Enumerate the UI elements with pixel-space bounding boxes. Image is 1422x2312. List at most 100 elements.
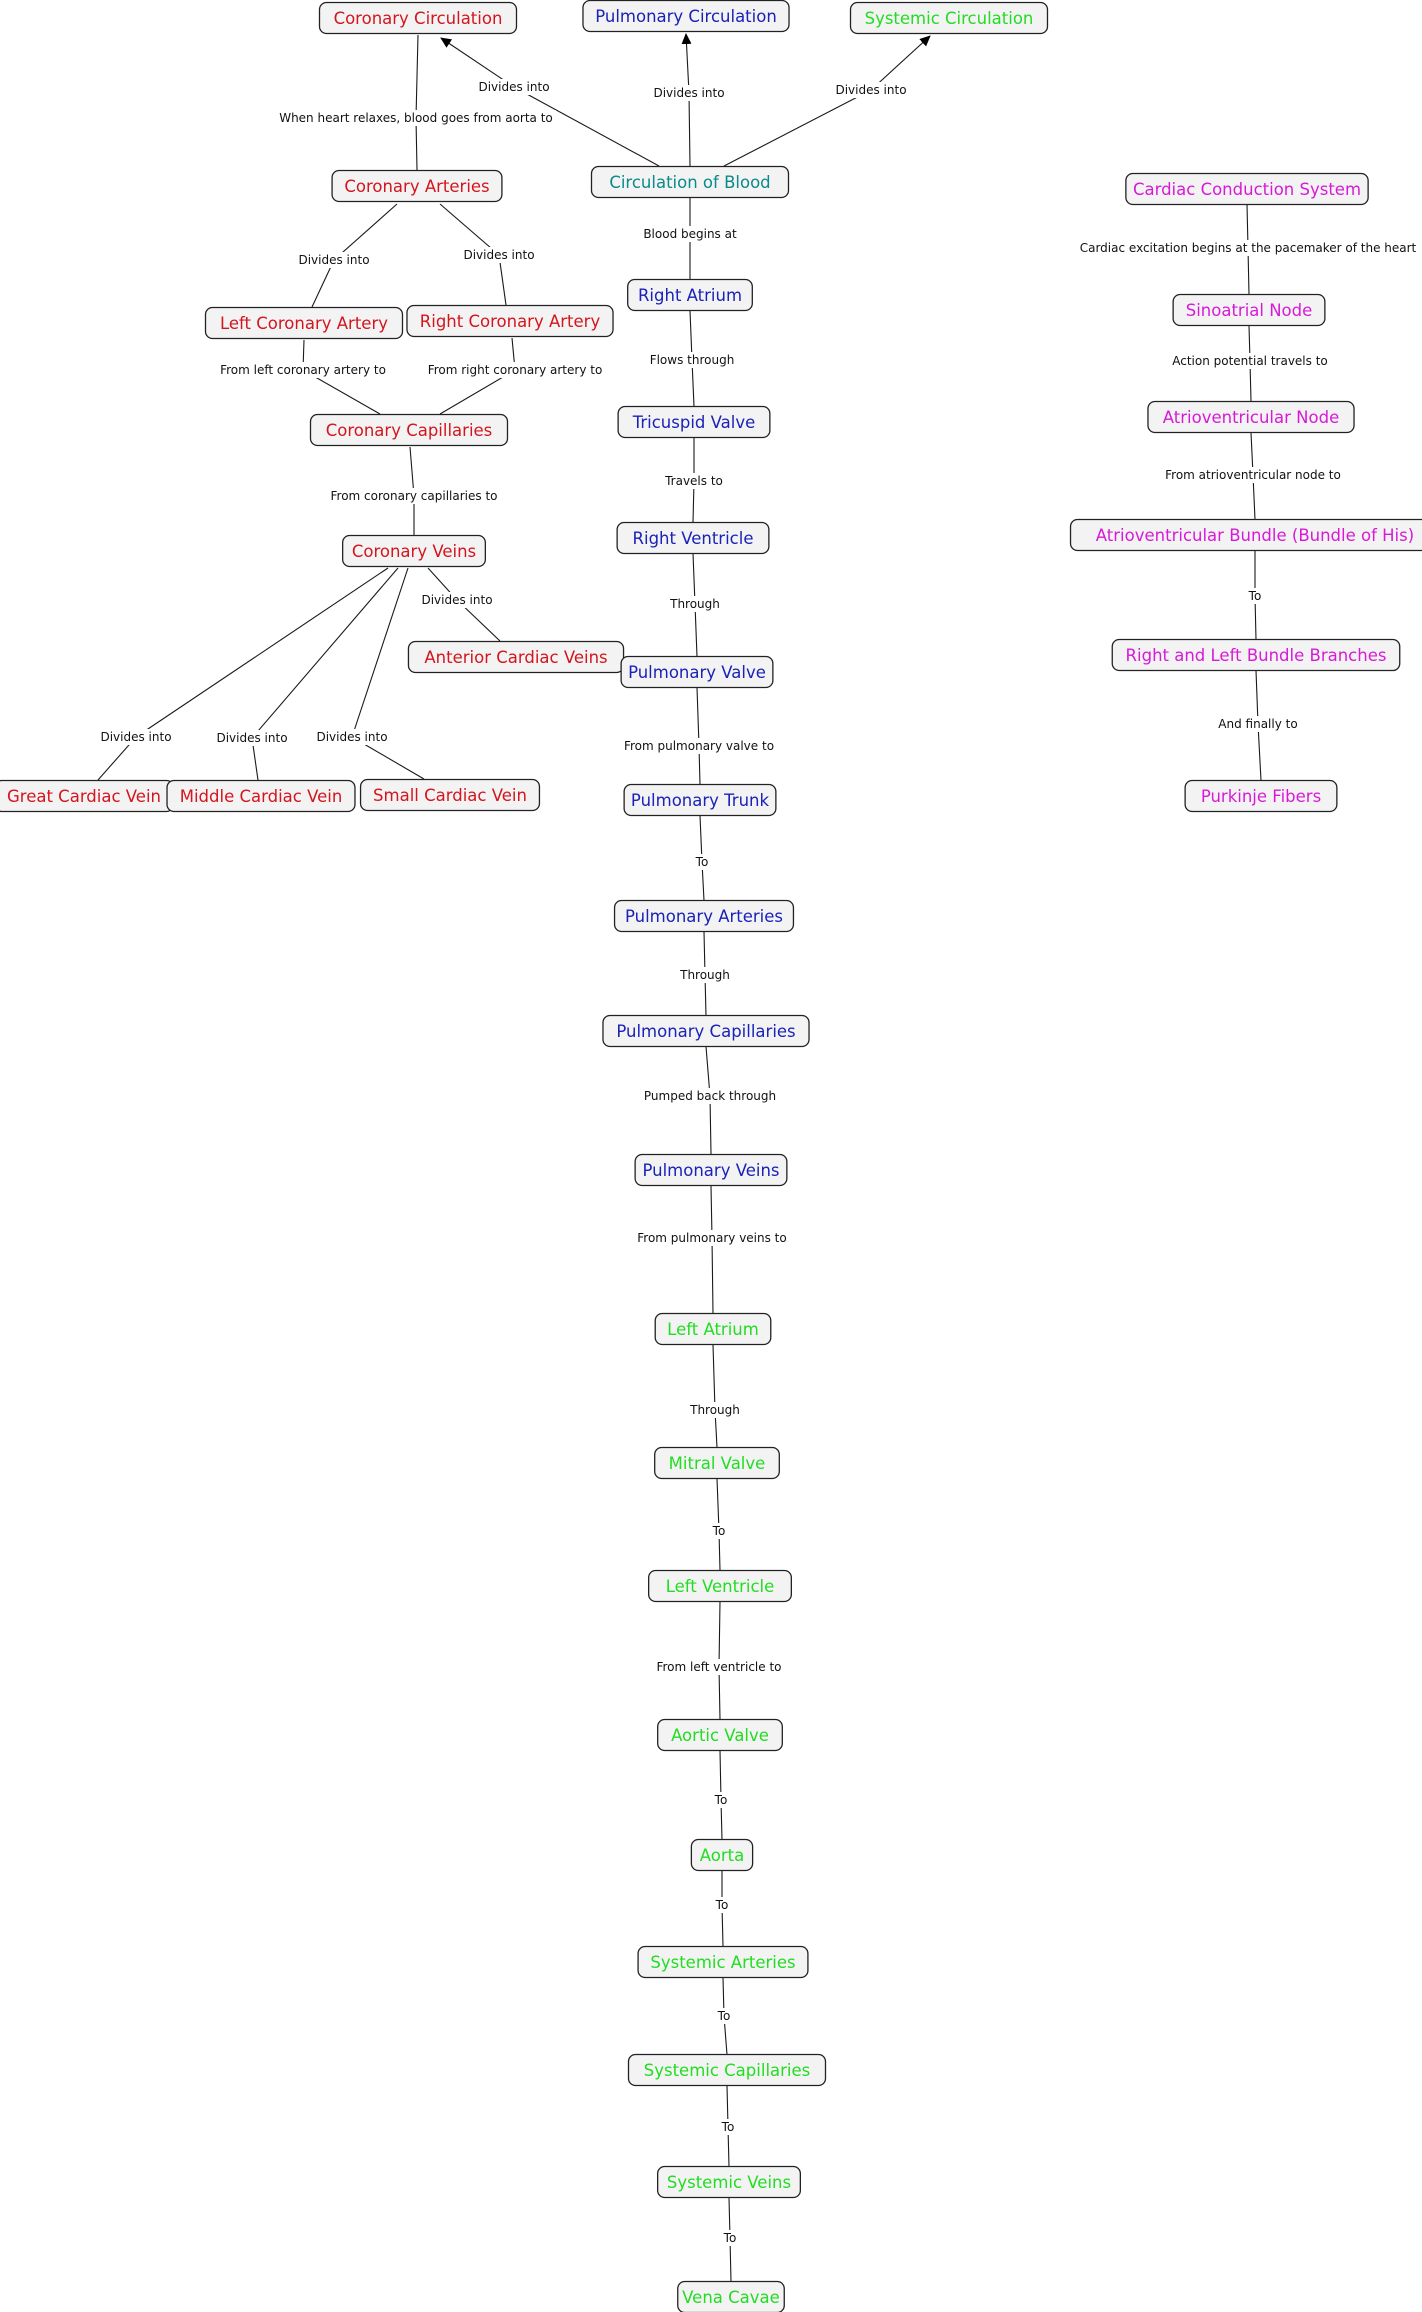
edge-label-background: [97, 729, 175, 745]
node-box: [657, 1718, 783, 1752]
edge-label-background: [1169, 353, 1331, 369]
edge-line: [415, 34, 419, 119]
node-label: Pulmonary Trunk: [631, 791, 770, 810]
node-systemic-capillaries[interactable]: Systemic Capillaries: [627, 2053, 827, 2087]
edge-label: Travels to: [664, 474, 723, 488]
node-great-cardiac-vein[interactable]: Great Cardiac Vein: [0, 779, 175, 813]
node-systemic-veins[interactable]: Systemic Veins: [657, 2165, 802, 2199]
node-aorta[interactable]: Aorta: [690, 1838, 754, 1872]
edge-label: When heart relaxes, blood goes from aort…: [279, 111, 553, 125]
edge-label: To: [712, 1524, 726, 1538]
edge-line: [716, 1478, 720, 1532]
edge-label-background: [708, 1523, 729, 1539]
node-label: Coronary Capillaries: [326, 421, 493, 440]
edge-label: To: [717, 2009, 731, 2023]
edge-label-background: [418, 592, 496, 608]
node-mitral-valve[interactable]: Mitral Valve: [654, 1446, 780, 1480]
node-aortic-valve[interactable]: Aortic Valve: [657, 1718, 783, 1752]
node-anterior-cardiac-veins[interactable]: Anterior Cardiac Veins: [407, 640, 625, 674]
edge-line: [1257, 723, 1262, 781]
node-pulmonary-circulation[interactable]: Pulmonary Circulation: [582, 0, 790, 33]
node-pulmonary-valve[interactable]: Pulmonary Valve: [620, 655, 774, 689]
node-small-cardiac-vein[interactable]: Small Cardiac Vein: [359, 778, 541, 812]
node-box: [204, 306, 404, 340]
node-box: [613, 899, 795, 933]
node-pulmonary-veins[interactable]: Pulmonary Veins: [634, 1153, 788, 1187]
node-vena-cavae[interactable]: Vena Cavae: [677, 2280, 785, 2312]
node-right-coronary-artery[interactable]: Right Coronary Artery: [406, 304, 614, 338]
edge-line: [723, 89, 872, 167]
node-box: [582, 0, 790, 33]
node-label: Purkinje Fibers: [1201, 787, 1321, 806]
node-label: Atrioventricular Bundle (Bundle of His): [1096, 526, 1414, 545]
node-box: [677, 2280, 785, 2312]
edge-label: From pulmonary valve to: [624, 739, 774, 753]
node-systemic-arteries[interactable]: Systemic Arteries: [637, 1945, 809, 1979]
node-left-atrium[interactable]: Left Atrium: [654, 1312, 772, 1346]
node-circulation-of-blood[interactable]: Circulation of Blood: [590, 165, 790, 199]
node-systemic-circulation[interactable]: Systemic Circulation: [849, 1, 1049, 35]
node-coronary-veins[interactable]: Coronary Veins: [341, 534, 486, 568]
node-sinoatrial-node[interactable]: Sinoatrial Node: [1172, 293, 1326, 327]
edge-line: [351, 567, 409, 738]
node-cardiac-conduction-system[interactable]: Cardiac Conduction System: [1125, 172, 1369, 206]
edge-label-background: [424, 362, 606, 378]
edge-label-background: [713, 2008, 734, 2024]
edge-label: Divides into: [463, 248, 534, 262]
node-atrioventricular-node[interactable]: Atrioventricular Node: [1147, 400, 1355, 434]
node-box: [166, 779, 356, 813]
node-box: [637, 1945, 809, 1979]
edge-line: [513, 86, 660, 167]
node-bundle-branches[interactable]: Right and Left Bundle Branches: [1111, 638, 1401, 672]
edge-label-background: [460, 247, 538, 263]
edge-label: To: [721, 2120, 735, 2134]
node-label: Great Cardiac Vein: [7, 787, 161, 806]
node-middle-cardiac-vein[interactable]: Middle Cardiac Vein: [166, 779, 356, 813]
node-label: Systemic Veins: [667, 2173, 791, 2192]
edge-label-background: [676, 967, 733, 983]
node-box: [318, 1, 518, 35]
edge-label: Divides into: [835, 83, 906, 97]
node-box: [654, 1312, 772, 1346]
edge-line: [705, 1046, 711, 1097]
edge-arrow: [870, 35, 931, 91]
node-coronary-circulation[interactable]: Coronary Circulation: [318, 1, 518, 35]
edge-line: [696, 687, 700, 747]
node-pulmonary-trunk[interactable]: Pulmonary Trunk: [623, 783, 777, 817]
node-label: Middle Cardiac Vein: [180, 787, 343, 806]
node-tricuspid-valve[interactable]: Tricuspid Valve: [617, 405, 771, 439]
edge-label: To: [1248, 589, 1262, 603]
node-purkinje-fibers[interactable]: Purkinje Fibers: [1184, 779, 1338, 813]
edge-line: [498, 254, 507, 306]
node-label: Right Coronary Artery: [420, 312, 601, 331]
node-box: [309, 413, 509, 447]
node-box: [623, 783, 777, 817]
node-right-ventricle[interactable]: Right Ventricle: [616, 521, 770, 555]
node-label: Systemic Capillaries: [644, 2061, 811, 2080]
node-pulmonary-capillaries[interactable]: Pulmonary Capillaries: [602, 1014, 810, 1048]
node-box: [634, 1153, 788, 1187]
node-right-atrium[interactable]: Right Atrium: [627, 278, 753, 312]
edge-label-background: [650, 85, 728, 101]
node-coronary-capillaries[interactable]: Coronary Capillaries: [309, 413, 509, 447]
edge-label: From pulmonary veins to: [637, 1231, 786, 1245]
edge-label-background: [661, 473, 726, 489]
edge-label-background: [475, 79, 553, 95]
edge-line: [712, 1344, 716, 1411]
edge-label: Blood begins at: [643, 227, 737, 241]
node-left-coronary-artery[interactable]: Left Coronary Artery: [204, 306, 404, 340]
node-label: Anterior Cardiac Veins: [424, 648, 607, 667]
node-left-ventricle[interactable]: Left Ventricle: [648, 1569, 793, 1603]
node-box: [1125, 172, 1369, 206]
node-box: [590, 165, 790, 199]
node-label: Vena Cavae: [682, 2288, 780, 2307]
edge-label: Through: [679, 968, 730, 982]
edge-label-background: [1244, 588, 1265, 604]
node-pulmonary-arteries[interactable]: Pulmonary Arteries: [613, 899, 795, 933]
node-coronary-arteries[interactable]: Coronary Arteries: [331, 169, 503, 203]
edge-line: [710, 1185, 713, 1239]
edge-label: To: [715, 1898, 729, 1912]
edge-line: [135, 567, 389, 738]
node-av-bundle[interactable]: Atrioventricular Bundle (Bundle of His): [1069, 518, 1422, 552]
